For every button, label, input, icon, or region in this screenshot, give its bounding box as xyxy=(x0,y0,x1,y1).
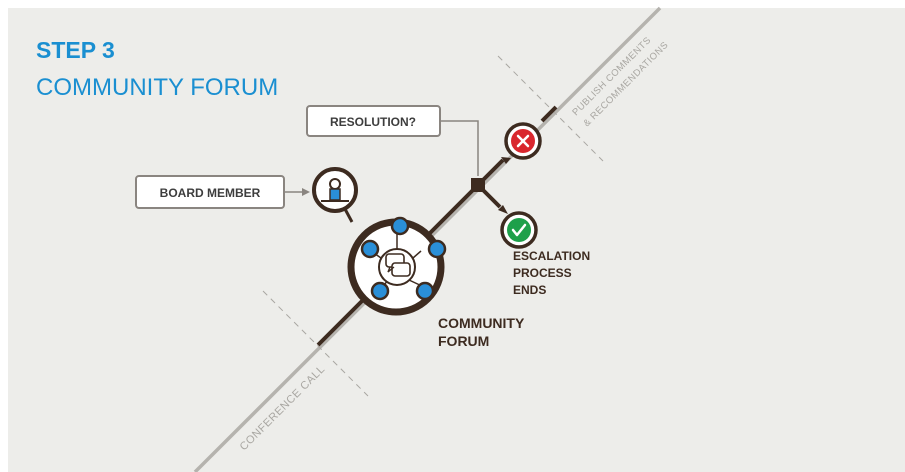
member-node xyxy=(390,216,410,236)
member-node xyxy=(360,239,380,259)
arrowhead-reject xyxy=(501,157,511,164)
step-number: STEP 3 xyxy=(36,37,115,63)
flow-line-publish xyxy=(540,105,558,123)
escalation-label-line2: PROCESS xyxy=(513,266,572,280)
background-panel xyxy=(8,8,905,472)
x-circle-icon xyxy=(504,122,542,160)
community-forum-label-line1: COMMUNITY xyxy=(438,315,525,331)
chat-bubbles-icon xyxy=(385,253,411,277)
resolution-label: RESOLUTION? xyxy=(330,115,416,129)
flow-line-in xyxy=(316,295,368,347)
arrowhead-accept xyxy=(498,205,508,214)
board-member-label: BOARD MEMBER xyxy=(160,186,261,200)
member-node xyxy=(415,281,435,301)
conference-call-label: CONFERENCE CALL xyxy=(238,363,328,453)
member-node xyxy=(427,239,447,259)
decision-square-icon xyxy=(471,178,485,192)
escalation-label-line1: ESCALATION xyxy=(513,249,590,263)
person-icon xyxy=(312,167,358,213)
resolution-connector xyxy=(440,120,479,176)
person-to-forum-link xyxy=(343,208,354,223)
member-node xyxy=(370,281,390,301)
page-title: COMMUNITY FORUM xyxy=(36,74,278,101)
check-circle-icon xyxy=(500,211,538,249)
community-forum-hub xyxy=(347,216,447,316)
conference-call-boundary xyxy=(262,290,369,397)
flow-line-to-decision xyxy=(424,183,480,239)
community-forum-label-line2: FORUM xyxy=(438,333,489,349)
board-member-arrowhead xyxy=(302,188,310,196)
escalation-label-line3: ENDS xyxy=(513,283,546,297)
publish-label-line2: & RECOMMENDATIONS xyxy=(581,40,670,129)
publish-boundary xyxy=(497,55,604,162)
